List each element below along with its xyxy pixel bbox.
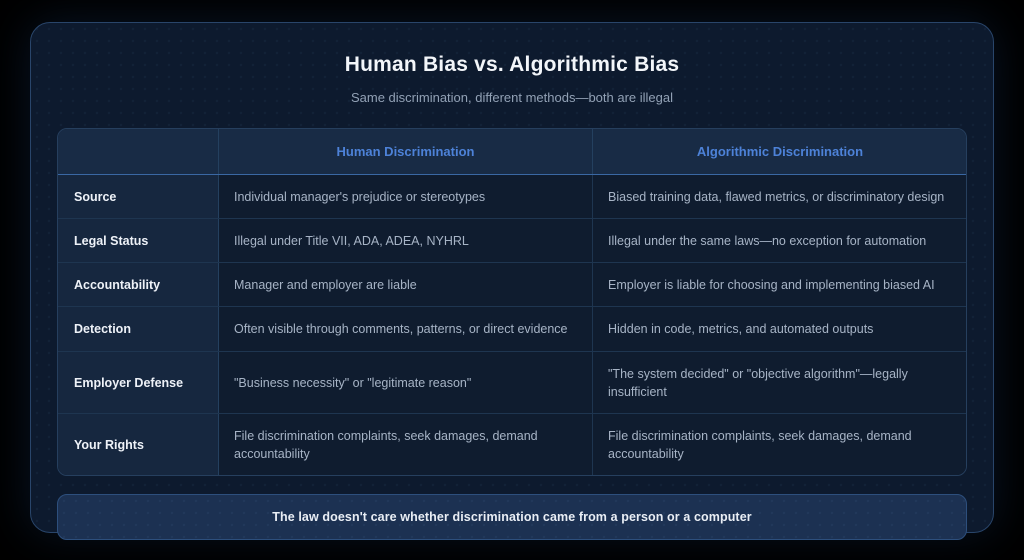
row-value-algorithmic: Biased training data, flawed metrics, or… [593,175,966,219]
row-label: Your Rights [58,413,219,475]
row-value-algorithmic: Employer is liable for choosing and impl… [593,263,966,307]
row-value-human: File discrimination complaints, seek dam… [219,413,593,475]
row-label: Employer Defense [58,351,219,413]
row-value-algorithmic: "The system decided" or "objective algor… [593,351,966,413]
page-subtitle: Same discrimination, different methods—b… [350,90,674,105]
row-value-human: Illegal under Title VII, ADA, ADEA, NYHR… [219,219,593,263]
table-row-your-rights: Your Rights File discrimination complain… [58,413,966,475]
header-cell-algorithmic-discrimination: Algorithmic Discrimination [696,144,864,159]
comparison-table: Human Discrimination Algorithmic Discrim… [57,128,967,476]
table-row-source: Source Individual manager's prejudice or… [58,175,966,220]
row-value-algorithmic: File discrimination complaints, seek dam… [593,413,966,475]
row-label: Source [58,175,219,219]
row-value-human: Often visible through comments, patterns… [219,307,593,351]
table-header-row: Human Discrimination Algorithmic Discrim… [58,129,966,175]
table-row-legal-status: Legal Status Illegal under Title VII, AD… [58,219,966,264]
row-value-human: Manager and employer are liable [219,263,593,307]
header-cell-empty [58,129,219,174]
table-row-accountability: Accountability Manager and employer are … [58,263,966,308]
infographic-card: Human Bias vs. Algorithmic Bias Same dis… [30,22,994,540]
legal-callout-banner: The law doesn't care whether discriminat… [57,494,967,540]
row-value-algorithmic: Illegal under the same laws—no exception… [593,219,966,263]
row-label: Legal Status [58,219,219,263]
row-value-human: Individual manager's prejudice or stereo… [219,175,593,219]
header-cell-human-discrimination: Human Discrimination [219,129,593,174]
table-row-employer-defense: Employer Defense "Business necessity" or… [58,351,966,414]
row-label: Accountability [58,263,219,307]
page-title: Human Bias vs. Algorithmic Bias [344,53,680,76]
row-value-human: "Business necessity" or "legitimate reas… [219,351,593,413]
table-row-detection: Detection Often visible through comments… [58,307,966,352]
row-label: Detection [58,307,219,351]
row-value-algorithmic: Hidden in code, metrics, and automated o… [593,307,966,351]
